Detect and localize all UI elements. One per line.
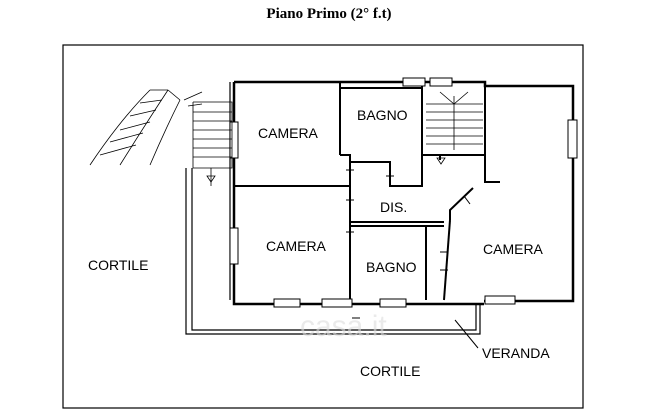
- label-bagno-bottom: BAGNO: [366, 259, 417, 275]
- watermark: casa.it: [300, 310, 387, 343]
- page-title: Piano Primo (2° f.t): [266, 6, 392, 22]
- label-dis: DIS.: [380, 199, 407, 215]
- label-veranda: VERANDA: [482, 345, 550, 361]
- terrace-outline: [185, 168, 481, 335]
- label-bagno-top: BAGNO: [357, 107, 408, 123]
- label-cortile-bottom: CORTILE: [360, 363, 420, 379]
- label-camera-right: CAMERA: [483, 241, 544, 257]
- stair-right: [426, 91, 483, 165]
- windows: [229, 77, 578, 308]
- veranda-leader: [454, 319, 479, 349]
- label-camera-mid-left: CAMERA: [266, 238, 327, 254]
- stair-left: [89, 89, 233, 186]
- label-cortile-left: CORTILE: [88, 257, 148, 273]
- door-marks: [346, 169, 471, 319]
- label-camera-top-left: CAMERA: [258, 125, 319, 141]
- interior-walls: [234, 82, 500, 301]
- plan-frame: [62, 44, 584, 409]
